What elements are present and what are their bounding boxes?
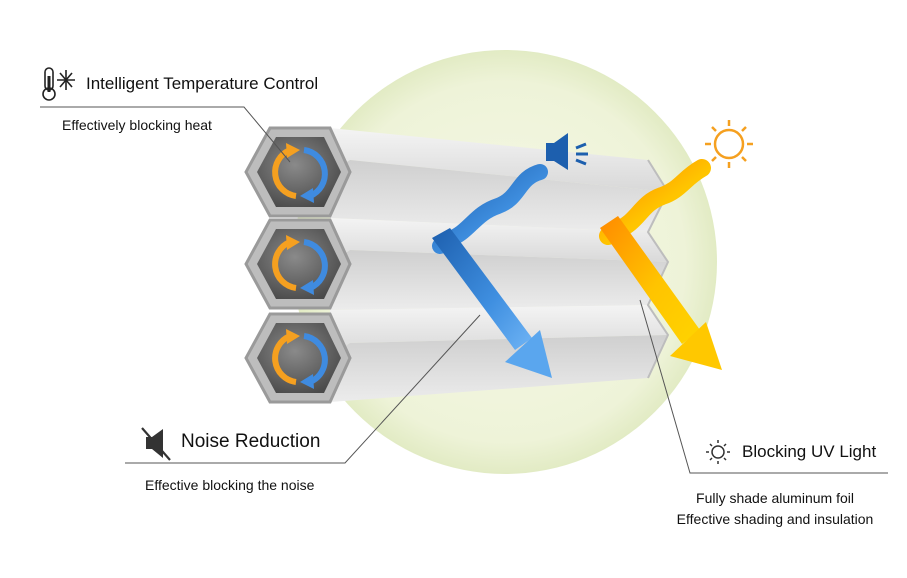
uv-title: Blocking UV Light	[742, 442, 877, 461]
temperature-title: Intelligent Temperature Control	[86, 74, 319, 93]
uv-subtitle-line-1: Fully shade aluminum foil	[696, 490, 854, 506]
noise-subtitle: Effective blocking the noise	[145, 477, 315, 493]
shade-body	[270, 128, 670, 402]
cell-face-bottom	[330, 160, 668, 232]
sun-icon	[705, 120, 753, 168]
cell-front-2	[244, 218, 352, 310]
cell-front-1	[244, 126, 352, 218]
uv-subtitle-line-2: Effective shading and insulation	[676, 511, 874, 527]
uv-subtitle: Fully shade aluminum foil Effective shad…	[660, 488, 890, 530]
cell-front-3	[244, 312, 352, 404]
blue-airflow-arrow	[303, 333, 328, 385]
cell-face-top	[330, 305, 668, 356]
blue-airflow-arrow	[303, 239, 328, 291]
orange-airflow-arrow	[272, 333, 297, 385]
cell-face-top	[270, 128, 668, 192]
cell-face-bottom	[330, 335, 668, 402]
temperature-callout-line	[40, 106, 291, 163]
noise-wave-arrow	[432, 164, 552, 378]
cell-face-top	[330, 218, 668, 264]
noise-callout-line	[125, 314, 481, 464]
orange-airflow-arrow	[272, 239, 297, 291]
callout-lines	[40, 106, 888, 474]
muted-speaker-icon	[141, 427, 171, 461]
thermometer-snowflake-icon	[42, 67, 75, 101]
uv-callout-line	[639, 299, 888, 474]
noise-title: Noise Reduction	[181, 431, 321, 452]
speaker-icon	[546, 133, 588, 170]
temperature-subtitle: Effectively blocking heat	[62, 117, 212, 133]
small-sun-icon	[706, 440, 730, 464]
blue-airflow-arrow	[303, 147, 328, 199]
cell-face-bottom	[330, 250, 668, 310]
uv-wave-arrow	[599, 159, 722, 370]
